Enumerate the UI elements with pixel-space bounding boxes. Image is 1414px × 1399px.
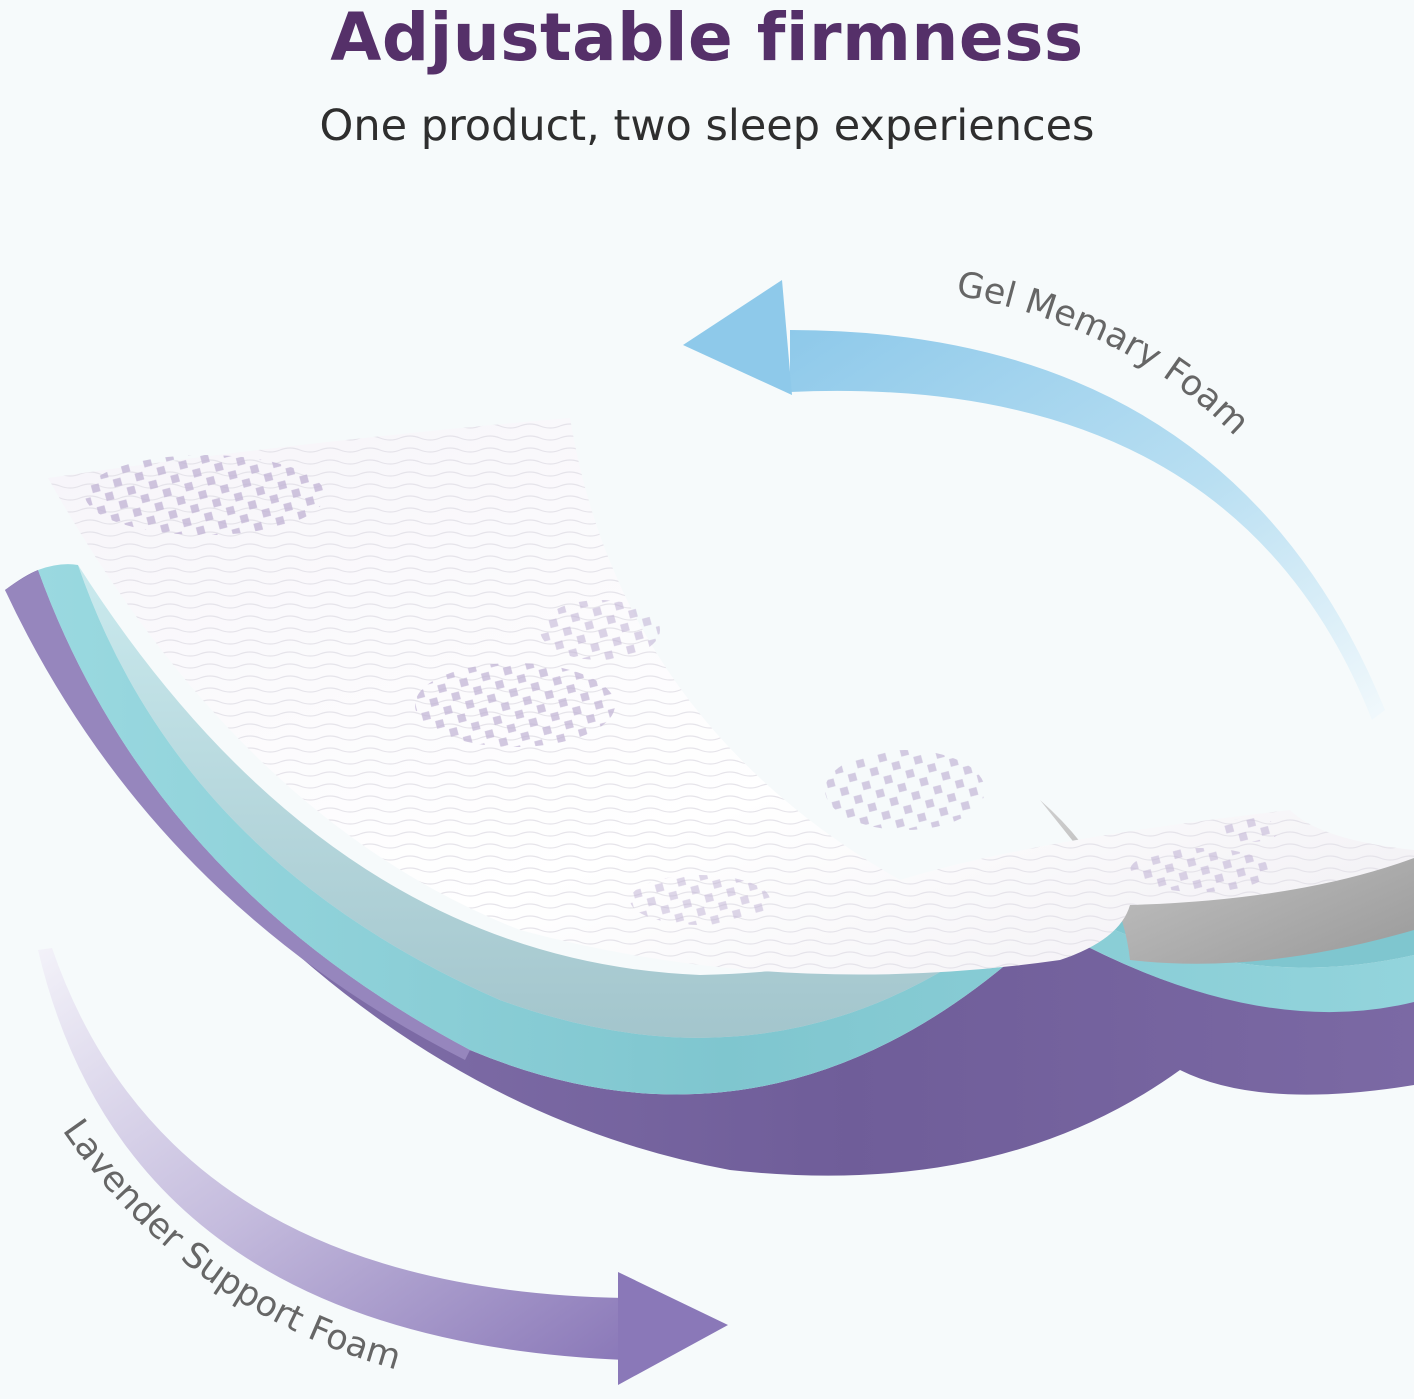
curved-arrow-left-icon	[683, 280, 1385, 720]
lavender-support-foam-layer	[5, 570, 1414, 1176]
cover-shadow	[1040, 800, 1414, 964]
page-title: Adjustable firmness	[330, 0, 1084, 76]
curved-arrow-right-icon	[38, 948, 728, 1385]
quilted-cover-layer	[48, 418, 1414, 975]
page-subtitle: One product, two sleep experiences	[319, 101, 1095, 151]
